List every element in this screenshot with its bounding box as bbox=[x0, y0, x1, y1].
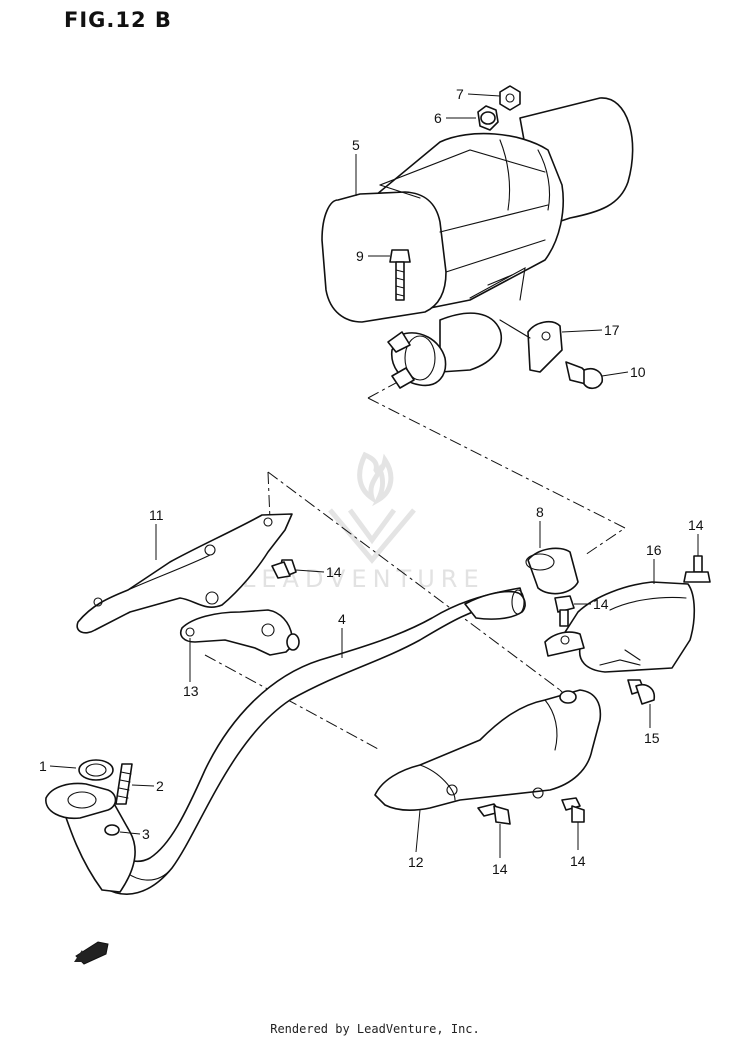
bolt-part-9[interactable] bbox=[389, 249, 411, 301]
svg-text:10: 10 bbox=[630, 364, 646, 380]
bolt-part-14-lower-right[interactable] bbox=[561, 797, 585, 823]
svg-text:12: 12 bbox=[408, 854, 424, 870]
bolt-part-15[interactable] bbox=[627, 679, 656, 705]
svg-text:14: 14 bbox=[688, 517, 704, 533]
svg-text:3: 3 bbox=[142, 826, 150, 842]
bolt-part-14-upper-right[interactable] bbox=[683, 555, 711, 583]
callout-12[interactable]: 12 bbox=[408, 809, 424, 870]
svg-text:17: 17 bbox=[604, 322, 620, 338]
callout-14-lower-right[interactable]: 14 bbox=[570, 822, 586, 869]
rendered-by-footer: Rendered by LeadVenture, Inc. bbox=[270, 1022, 480, 1036]
svg-text:5: 5 bbox=[352, 137, 360, 153]
callout-3[interactable]: 3 bbox=[119, 826, 150, 842]
svg-text:4: 4 bbox=[338, 611, 346, 627]
bracket-part-17[interactable] bbox=[499, 319, 563, 373]
svg-text:16: 16 bbox=[646, 542, 662, 558]
stud-part-2[interactable] bbox=[115, 763, 133, 805]
svg-text:8: 8 bbox=[536, 504, 544, 520]
figure-title: FIG.12 B bbox=[64, 8, 172, 32]
callout-14-shield-11[interactable]: 14 bbox=[295, 564, 342, 580]
heat-shield-part-11[interactable] bbox=[76, 513, 293, 634]
svg-text:2: 2 bbox=[156, 778, 164, 794]
svg-text:11: 11 bbox=[149, 507, 164, 523]
callout-14-center[interactable]: 14 bbox=[574, 596, 609, 612]
svg-text:15: 15 bbox=[644, 730, 660, 746]
svg-text:13: 13 bbox=[183, 683, 199, 699]
bracket-part-13[interactable] bbox=[179, 609, 300, 656]
callout-1[interactable]: 1 bbox=[39, 758, 77, 774]
bolt-part-10[interactable] bbox=[565, 361, 604, 390]
svg-text:14: 14 bbox=[593, 596, 609, 612]
callout-labels: 1 2 3 4 5 6 7 8 9 10 11 12 13 14 14 14 1… bbox=[39, 86, 704, 877]
callout-10[interactable]: 10 bbox=[601, 364, 646, 380]
heat-shield-part-16[interactable] bbox=[544, 581, 696, 673]
svg-text:1: 1 bbox=[39, 758, 47, 774]
svg-text:6: 6 bbox=[434, 110, 442, 126]
callout-16[interactable]: 16 bbox=[646, 542, 662, 584]
callout-4[interactable]: 4 bbox=[338, 611, 346, 658]
bolt-part-14-lower-left[interactable] bbox=[477, 803, 511, 825]
muffler-inlet-pipe[interactable] bbox=[387, 312, 502, 389]
bolt-part-14-center[interactable] bbox=[554, 595, 575, 627]
callout-11[interactable]: 11 bbox=[149, 507, 164, 560]
nut-part-6[interactable] bbox=[477, 105, 499, 131]
svg-text:14: 14 bbox=[326, 564, 342, 580]
callout-17[interactable]: 17 bbox=[561, 322, 620, 338]
callout-15[interactable]: 15 bbox=[644, 704, 660, 746]
exhaust-pipe-part-4[interactable] bbox=[45, 587, 526, 895]
callout-14-lower-left[interactable]: 14 bbox=[492, 824, 508, 877]
callout-5[interactable]: 5 bbox=[352, 137, 360, 196]
nut-part-7[interactable] bbox=[499, 85, 521, 111]
callout-7[interactable]: 7 bbox=[456, 86, 501, 102]
svg-text:7: 7 bbox=[456, 86, 464, 102]
callout-14-upper-right[interactable]: 14 bbox=[688, 517, 704, 556]
front-direction-arrow-icon bbox=[74, 941, 109, 965]
nut-part-3[interactable] bbox=[104, 824, 120, 836]
callout-8[interactable]: 8 bbox=[536, 504, 544, 548]
gasket-part-1[interactable] bbox=[78, 759, 114, 781]
callout-13[interactable]: 13 bbox=[183, 638, 199, 699]
callout-9[interactable]: 9 bbox=[356, 248, 390, 264]
svg-text:14: 14 bbox=[570, 853, 586, 869]
callout-6[interactable]: 6 bbox=[434, 110, 476, 126]
sleeve-part-8[interactable] bbox=[525, 547, 579, 595]
bolt-part-14-shield-11[interactable] bbox=[271, 559, 297, 579]
callout-2[interactable]: 2 bbox=[131, 778, 164, 794]
heat-shield-part-12[interactable] bbox=[374, 689, 602, 811]
svg-text:14: 14 bbox=[492, 861, 508, 877]
svg-text:9: 9 bbox=[356, 248, 364, 264]
muffler-part-5[interactable] bbox=[321, 97, 634, 323]
